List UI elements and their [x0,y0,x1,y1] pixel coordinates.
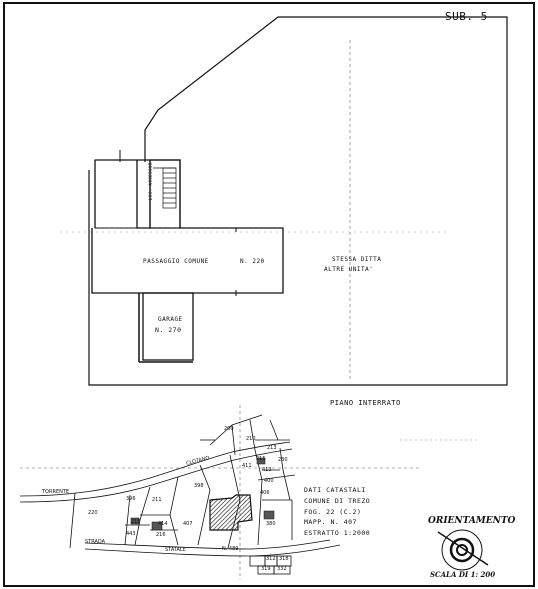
garage-room [142,292,194,361]
parcel-number: 220 [88,510,98,516]
parcel-number: 312 [266,556,276,562]
map-road-bottom-left: STRADA [85,539,106,545]
garage-label: GARAGE [158,316,183,323]
cadastral-map [19,414,341,575]
scale-label: SCALA DI 1: 200 [430,570,496,579]
parcel-number: 380 [266,521,276,527]
cadastral-extract-scale: ESTRATTO 1:2000 [304,529,371,537]
other-units-line2: ALTRE UNITA' [324,266,374,273]
parcel-number: 215 [256,456,266,462]
passage-number: N. 220 [240,258,265,265]
site-boundary [88,16,508,386]
garage-number: N. 270 [155,326,182,334]
highlighted-parcel [209,494,253,531]
parcel-number: 230 [278,457,288,463]
parcel-number: 210 [246,436,256,442]
north-arrow-icon [437,529,489,571]
stair-room [149,159,181,229]
cadastral-municipality: COMUNE DI TREZO [304,497,371,505]
parcel-number: 400 [264,478,274,484]
parcel-number: 211 [152,497,162,503]
parcel-number: 411 [242,463,252,469]
parcel-number: 398 [194,483,204,489]
passage-label: PASSAGGIO COMUNE [143,258,209,265]
neighbour-block [151,521,163,531]
small-room-label: LOC. ACCESSOR [148,162,153,200]
stairs [153,167,177,209]
map-road-bottom-num: N. 489 [222,546,239,552]
parcel-number: 413 [262,467,272,473]
sub-label: SUB. 5 [445,10,488,23]
orientation-title: ORIENTAMENTO [428,516,516,526]
neighbour-block [263,510,275,520]
parcel-number: 407 [183,521,193,527]
neighbour-block [130,517,140,525]
cadastral-parcel: MAPP. N. 407 [304,518,357,526]
neighbour-block [256,457,266,465]
parcel-number: 215 [131,519,141,525]
map-road-bottom: STATALE [165,547,186,553]
parcel-number: 216 [156,532,166,538]
building-outline [91,159,284,294]
map-road-left: TORRENTE [42,489,70,495]
parcel-number: 319 [261,566,271,572]
parcel-number: 443 [126,531,136,537]
parcel-number: 213 [267,445,277,451]
cadastral-sheet: FOG. 22 (C.2) [304,508,362,516]
parcel-number: 414 [158,521,168,527]
outer-frame [3,2,535,587]
cadastral-title: DATI CATASTALI [304,486,366,494]
left-wing-wall [94,159,138,229]
parcel-number: 396 [126,496,136,502]
floor-label: PIANO INTERRATO [330,399,401,407]
parcel-number: 318 [279,556,289,562]
parcel-number: 200 [224,426,234,432]
parcel-number: 406 [260,490,270,496]
other-units-line1: STESSA DITTA [332,256,382,263]
parcel-number: 332 [277,566,287,572]
